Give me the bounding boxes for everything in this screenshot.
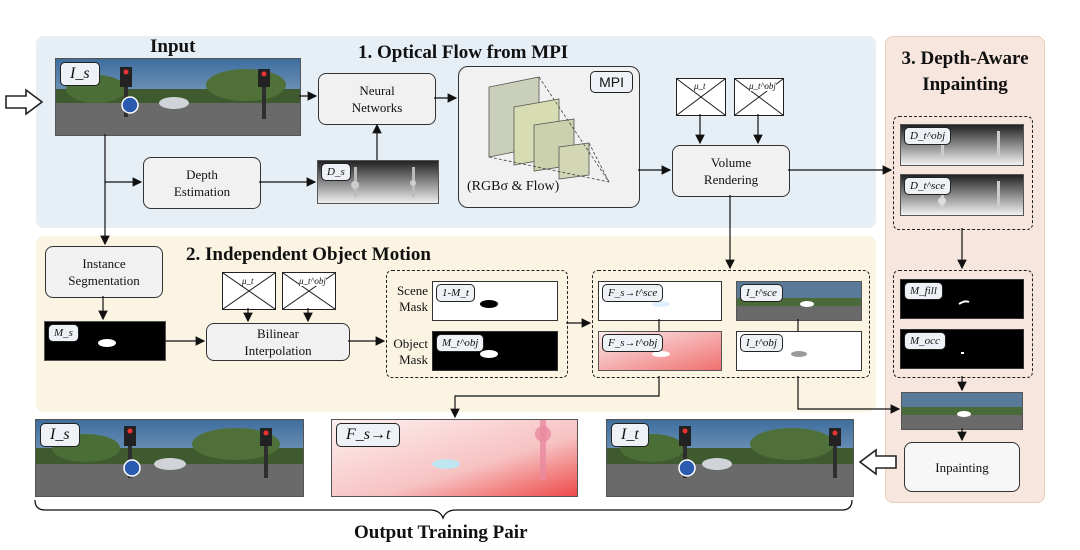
mask-fill-group (893, 270, 1033, 378)
neural-networks-box: Neural Networks (318, 73, 436, 125)
mpi-box: MPI (RGBσ & Flow) (458, 66, 640, 208)
tag-f-obj: F_s→t^obj (602, 334, 664, 352)
tag-ds: D_s (321, 163, 351, 181)
neural-line1: Neural (359, 83, 395, 98)
inpainting-box: Inpainting (904, 442, 1020, 492)
mu-t-obj-label-top: μ_t^obj (749, 81, 776, 91)
flow-image-group (592, 270, 870, 378)
instance-segmentation-box: Instance Segmentation (45, 246, 163, 298)
instance-line1: Instance (82, 256, 126, 271)
depth-estimation-box: Depth Estimation (143, 157, 261, 209)
mpi-caption: (RGBσ & Flow) (467, 179, 560, 194)
object-motion-title: 2. Independent Object Motion (186, 244, 431, 265)
tag-mt-obj: M_t^obj (436, 334, 485, 352)
mu-t-label-mid: μ_t (242, 276, 254, 286)
object-mask-label-2: Mask (399, 352, 428, 367)
volume-line2: Rendering (703, 172, 759, 187)
tag-i-obj: I_t^obj (740, 334, 783, 352)
bilinear-line2: Interpolation (244, 343, 312, 358)
output-image-it: I_t (606, 419, 854, 497)
tag-d-sce: D_t^sce (904, 177, 952, 195)
volume-rendering-box: Volume Rendering (672, 145, 790, 197)
mu-t-obj-box-mid: μ_t^obj (282, 272, 336, 310)
instance-line2: Segmentation (68, 273, 140, 288)
composited-image (901, 392, 1023, 430)
mask-image-ms: M_s (44, 321, 166, 361)
tag-one-minus-mt: 1-M_t (436, 284, 475, 302)
tag-is: I_s (60, 62, 100, 86)
image-scene: I_t^sce (736, 281, 862, 321)
tag-i-sce: I_t^sce (740, 284, 783, 302)
tag-out-it: I_t (611, 423, 649, 447)
neural-line2: Networks (351, 100, 403, 115)
object-mask-label-1: Object (393, 336, 428, 351)
object-mask-image: M_t^obj (432, 331, 558, 371)
tag-out-flow: F_s→t (336, 423, 401, 447)
depth-image-ds: D_s (317, 160, 439, 204)
mask-occ-image: M_occ (900, 329, 1024, 369)
mu-t-box-top: μ_t (676, 78, 726, 116)
output-arrow-icon (858, 448, 897, 476)
mu-t-obj-box-top: μ_t^obj (734, 78, 784, 116)
tag-f-sce: F_s→t^sce (602, 284, 664, 302)
flow-object-image: F_s→t^obj (598, 331, 722, 371)
tag-m-fill: M_fill (904, 282, 943, 300)
depth-line2: Estimation (173, 184, 231, 199)
input-arrow-icon (5, 88, 44, 116)
input-image-is: I_s (55, 58, 301, 136)
mu-t-box-mid: μ_t (222, 272, 276, 310)
image-object: I_t^obj (736, 331, 862, 371)
output-title: Output Training Pair (354, 522, 528, 543)
scene-mask-label-1: Scene (396, 283, 428, 298)
scene-mask-image: 1-M_t (432, 281, 558, 321)
input-title: Input (150, 36, 196, 57)
inpainting-title-line2: Inpainting (922, 74, 1008, 95)
depth-group (893, 116, 1033, 230)
tag-out-is: I_s (40, 423, 80, 447)
tag-m-occ: M_occ (904, 332, 946, 350)
flow-scene-image: F_s→t^sce (598, 281, 722, 321)
depth-scene-image: D_t^sce (900, 174, 1024, 216)
mask-fill-image: M_fill (900, 279, 1024, 319)
mu-t-label-top: μ_t (694, 81, 706, 91)
inpainting-title-line1: 3. Depth-Aware (901, 48, 1029, 69)
output-flow-image: F_s→t (331, 419, 578, 497)
tag-ms: M_s (48, 324, 79, 342)
optical-flow-title: 1. Optical Flow from MPI (358, 42, 569, 63)
bilinear-line1: Bilinear (257, 326, 299, 341)
mpi-label: MPI (590, 71, 633, 93)
depth-line1: Depth (186, 167, 218, 182)
volume-line1: Volume (710, 155, 752, 170)
inpainting-box-label: Inpainting (935, 459, 989, 475)
bilinear-interpolation-box: Bilinear Interpolation (206, 323, 350, 361)
depth-object-image: D_t^obj (900, 124, 1024, 166)
output-image-is: I_s (35, 419, 304, 497)
tag-d-obj: D_t^obj (904, 127, 952, 145)
mu-t-obj-label-mid: μ_t^obj (299, 276, 326, 286)
scene-mask-label-2: Mask (399, 299, 428, 314)
